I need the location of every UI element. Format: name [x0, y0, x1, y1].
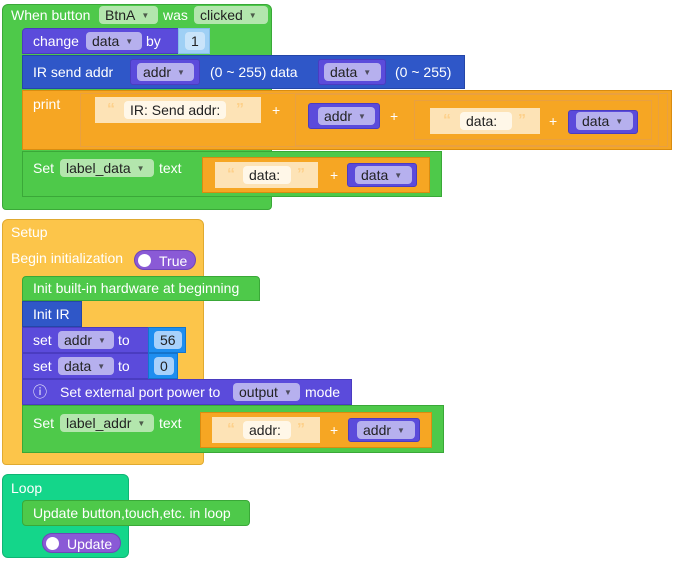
set-data-value-input[interactable]: 0 [154, 357, 174, 375]
port-mode-value: output [239, 384, 278, 400]
addr-var-value: addr [143, 64, 172, 80]
print-var2-dropdown[interactable]: data ▼ [576, 112, 633, 130]
chevron-down-icon: ▼ [394, 171, 403, 180]
to-label: to [118, 358, 130, 374]
print-var1-value: addr [324, 108, 353, 124]
set-addr-var-value2: addr [363, 422, 392, 438]
plus-operator: + [549, 113, 558, 129]
chevron-down-icon: ▼ [397, 426, 405, 435]
addr-var-dropdown[interactable]: addr ▼ [137, 63, 194, 81]
set-label: Set [33, 160, 55, 176]
ir-send-label: IR send addr [33, 64, 114, 80]
mode-label: mode [305, 384, 341, 400]
update-toggle[interactable]: Update [42, 533, 122, 553]
text-label: text [159, 415, 182, 431]
print-var2-value: data [582, 113, 610, 129]
chevron-down-icon: ▼ [137, 419, 146, 428]
button-select-value: BtnA [105, 7, 136, 23]
text-label: text [159, 160, 182, 176]
print-text1-input[interactable]: IR: Send addr: [124, 101, 227, 119]
plus-operator: + [330, 422, 339, 438]
update-loop-label: Update button,touch,etc. in loop [33, 505, 231, 521]
button-select-dropdown[interactable]: BtnA ▼ [99, 6, 158, 24]
when-button-label: When button [11, 7, 91, 23]
chevron-down-icon: ▼ [177, 68, 185, 77]
port-mode-dropdown[interactable]: output ▼ [233, 383, 300, 401]
open-quote-icon: “ [107, 101, 115, 118]
set-data-var-value: data [64, 358, 92, 374]
plus-operator: + [272, 102, 281, 118]
chevron-down-icon: ▼ [141, 11, 150, 20]
toggle-knob [138, 254, 151, 267]
toggle-knob [46, 537, 59, 550]
to-label: to [118, 332, 130, 348]
chevron-down-icon: ▼ [363, 68, 372, 77]
print-var1-dropdown[interactable]: addr ▼ [318, 107, 375, 125]
toggle-label: True [159, 253, 188, 269]
label-target-value: label_data [66, 160, 131, 176]
change-var-value: data [92, 33, 120, 49]
chevron-down-icon: ▼ [125, 37, 134, 46]
range2-label: (0 ~ 255) [395, 64, 452, 80]
toggle-label: Update [67, 536, 113, 552]
close-quote-icon: ” [297, 166, 305, 183]
init-ir-label: Init IR [33, 306, 70, 322]
label-target-dropdown[interactable]: label_addr ▼ [60, 414, 154, 432]
data-var-dropdown[interactable]: data ▼ [324, 63, 381, 81]
open-quote-icon: “ [227, 421, 235, 438]
change-var-dropdown[interactable]: data ▼ [86, 32, 142, 50]
set-addr-text-input[interactable]: addr: [243, 421, 291, 439]
chevron-down-icon: ▼ [615, 117, 624, 126]
update-loop-block[interactable] [22, 500, 250, 526]
plus-operator: + [330, 167, 339, 183]
open-quote-icon: “ [227, 166, 235, 183]
init-hardware-block[interactable] [22, 276, 260, 301]
range1-label: (0 ~ 255) data [210, 64, 298, 80]
begin-init-label: Begin initialization [11, 250, 124, 266]
set-addr-label: set [33, 332, 52, 348]
label-target-dropdown[interactable]: label_data ▼ [60, 159, 154, 177]
chevron-down-icon: ▼ [136, 164, 145, 173]
label-target-value: label_addr [66, 415, 132, 431]
set-data-var-dropdown[interactable]: data ▼ [58, 357, 114, 375]
close-quote-icon: ” [518, 112, 526, 129]
close-quote-icon: ” [236, 101, 244, 118]
begin-init-toggle[interactable]: True [134, 250, 197, 270]
open-quote-icon: “ [443, 112, 451, 129]
was-label: was [163, 7, 188, 23]
set-label: Set [33, 415, 55, 431]
set-addr-var-dropdown2[interactable]: addr ▼ [357, 421, 415, 439]
loop-title: Loop [11, 480, 43, 496]
by-label: by [146, 33, 161, 49]
set-addr-value-input[interactable]: 56 [154, 331, 182, 349]
init-ir-block[interactable] [22, 301, 82, 327]
set-addr-var-value: addr [64, 332, 93, 348]
chevron-down-icon: ▼ [358, 112, 366, 121]
set-data-label: set [33, 358, 52, 374]
init-hardware-label: Init built-in hardware at beginning [33, 280, 240, 296]
change-label: change [33, 33, 79, 49]
set-var-value: data [361, 167, 389, 183]
chevron-down-icon: ▼ [98, 336, 106, 345]
set-addr-var-dropdown[interactable]: addr ▼ [58, 331, 114, 349]
chevron-down-icon: ▼ [283, 388, 292, 397]
setup-title: Setup [11, 224, 48, 240]
set-text-input[interactable]: data: [243, 166, 291, 184]
data-var-value: data [330, 64, 358, 80]
chevron-down-icon: ▼ [97, 362, 106, 371]
print-label: print [33, 96, 61, 112]
print-text2-input[interactable]: data: [460, 112, 512, 130]
close-quote-icon: ” [297, 421, 305, 438]
event-select-dropdown[interactable]: clicked ▼ [194, 6, 268, 24]
ir-send-block[interactable] [22, 55, 465, 89]
change-amount-input[interactable]: 1 [185, 32, 205, 50]
chevron-down-icon: ▼ [248, 11, 257, 20]
event-select-value: clicked [200, 7, 243, 23]
info-icon[interactable]: ⓘ [33, 384, 47, 400]
port-power-label: Set external port power to [60, 384, 221, 400]
set-var-dropdown[interactable]: data ▼ [355, 166, 412, 184]
plus-operator: + [390, 108, 399, 124]
